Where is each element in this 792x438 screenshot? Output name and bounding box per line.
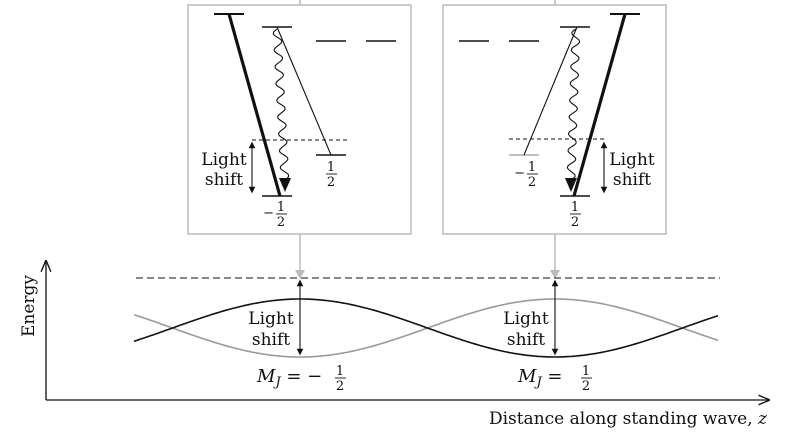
- right-decay-arrowhead: [565, 178, 577, 192]
- right-level-panel: Light shift − 1 2 1 2: [442, 0, 667, 279]
- right-strong-transition: [572, 13, 627, 197]
- left-state-label: MJ = − 1 2: [256, 364, 346, 394]
- right-spontaneous-decay-wave: [566, 28, 581, 181]
- left-level-panel: Light shift − 1 2 1 2: [187, 0, 412, 279]
- right-light-shift-label-line1: Light: [609, 150, 655, 170]
- x-axis-label: Distance along standing wave, z: [489, 409, 768, 429]
- svg-text:MJ = −: MJ = −: [256, 366, 322, 390]
- svg-text:1: 1: [277, 200, 285, 215]
- mj-minus-half-potential-curve: [133, 298, 719, 358]
- left-strong-transition: [227, 13, 282, 197]
- svg-text:1: 1: [582, 364, 590, 379]
- svg-text:1: 1: [528, 160, 536, 175]
- y-axis-label: Energy: [19, 275, 39, 337]
- left-light-shift-label-line2: shift: [205, 170, 243, 190]
- left-level-minus-half-label: − 1 2: [263, 200, 287, 230]
- svg-text:1: 1: [571, 200, 579, 215]
- left-spontaneous-decay-wave: [272, 28, 290, 181]
- right-level-minus-half-label: − 1 2: [514, 160, 538, 190]
- svg-text:2: 2: [571, 215, 579, 230]
- energy-plot: Energy Distance along standing wave, z L…: [19, 262, 768, 429]
- svg-text:2: 2: [582, 379, 590, 394]
- svg-text:1: 1: [336, 364, 344, 379]
- left-decay-arrowhead: [279, 178, 291, 192]
- left-bottom-light-shift-line1: Light: [248, 309, 294, 329]
- svg-text:−: −: [263, 206, 274, 221]
- right-state-label: MJ = 1 2: [517, 364, 592, 394]
- left-light-shift-label-line1: Light: [201, 150, 247, 170]
- left-panel-frame: [187, 4, 412, 235]
- left-weak-transition: [276, 26, 332, 156]
- right-panel-frame: [442, 4, 667, 235]
- right-level-plus-half-label: 1 2: [570, 200, 581, 230]
- svg-text:−: −: [514, 166, 525, 181]
- right-weak-transition: [523, 26, 578, 156]
- right-bottom-light-shift-line1: Light: [503, 309, 549, 329]
- svg-text:2: 2: [327, 175, 335, 190]
- mj-plus-half-potential-curve: [133, 298, 719, 358]
- left-level-plus-half-label: 1 2: [326, 160, 337, 190]
- svg-text:2: 2: [336, 379, 344, 394]
- left-connector-arrowhead: [295, 270, 305, 279]
- right-light-shift-label-line2: shift: [613, 170, 651, 190]
- svg-text:2: 2: [277, 215, 285, 230]
- svg-text:MJ =: MJ =: [517, 366, 562, 390]
- right-connector-arrowhead: [550, 270, 560, 279]
- svg-text:2: 2: [528, 175, 536, 190]
- right-bottom-light-shift-line2: shift: [507, 330, 545, 350]
- left-bottom-light-shift-line2: shift: [252, 330, 290, 350]
- svg-text:1: 1: [327, 160, 335, 175]
